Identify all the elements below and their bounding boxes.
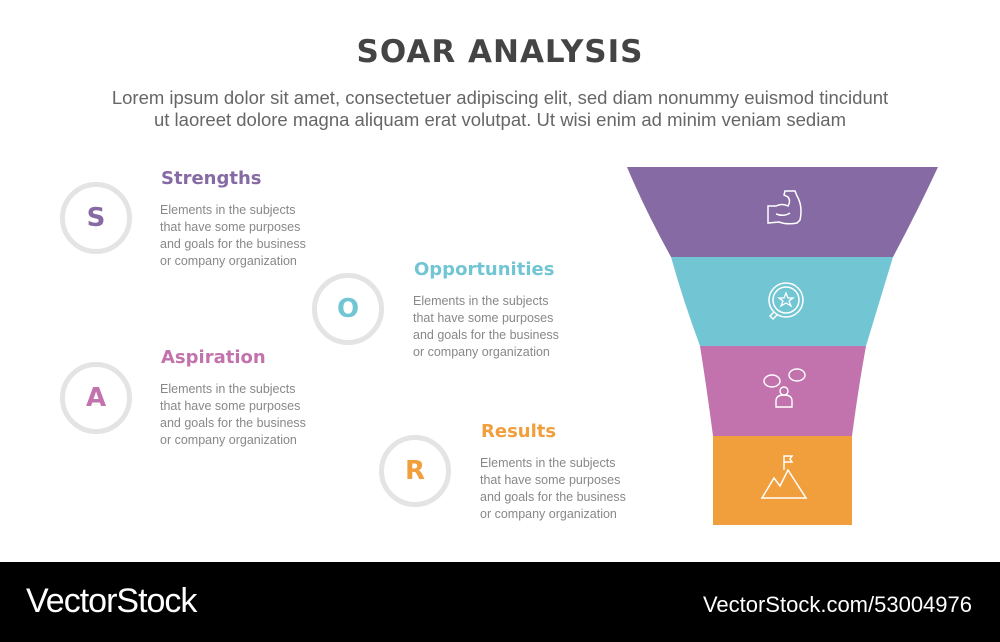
- description-line: that have some purposes: [160, 220, 301, 234]
- subtitle: Lorem ipsum dolor sit amet, consectetuer…: [0, 87, 1000, 131]
- description-line: that have some purposes: [413, 311, 554, 325]
- description-line: Elements in the subjects: [160, 382, 296, 396]
- magnifier-star-icon: [768, 282, 804, 321]
- description-line: and goals for the business: [160, 237, 306, 251]
- heading-opportunities: Opportunities: [414, 259, 555, 280]
- description-line: Elements in the subjects: [160, 203, 296, 217]
- letter-circle-results: R: [379, 435, 451, 507]
- description-line: or company organization: [160, 433, 297, 447]
- letter-circle-strengths: S: [60, 182, 132, 254]
- description-line: that have some purposes: [480, 473, 621, 487]
- description-line: or company organization: [160, 254, 297, 268]
- footer-bar: VectorStock VectorStock.com/53004976: [0, 562, 1000, 642]
- description-line: and goals for the business: [480, 490, 626, 504]
- funnel-diagram: [627, 167, 938, 525]
- description-results: Elements in the subjects that have some p…: [480, 455, 650, 523]
- heading-aspiration: Aspiration: [161, 347, 266, 368]
- description-aspiration: Elements in the subjects that have some p…: [160, 381, 330, 449]
- heading-strengths: Strengths: [161, 168, 262, 189]
- letter-circle-opportunities: O: [312, 273, 384, 345]
- person-speech-icon: [763, 368, 806, 408]
- brand-logo: VectorStock: [26, 582, 197, 620]
- page-title: SOAR ANALYSIS: [356, 34, 644, 70]
- description-opportunities: Elements in the subjects that have some p…: [413, 293, 583, 361]
- subtitle-line: Lorem ipsum dolor sit amet, consectetuer…: [111, 87, 889, 108]
- mountain-flag-icon: [760, 455, 808, 499]
- description-line: and goals for the business: [413, 328, 559, 342]
- funnel-segment-aspiration: [700, 346, 866, 436]
- description-strengths: Elements in the subjects that have some p…: [160, 202, 330, 270]
- description-line: or company organization: [413, 345, 550, 359]
- description-line: Elements in the subjects: [480, 456, 616, 470]
- flexed-arm-icon: [767, 190, 802, 225]
- funnel-segment-strengths: [627, 167, 938, 257]
- description-line: that have some purposes: [160, 399, 301, 413]
- letter-circle-aspiration: A: [60, 362, 132, 434]
- subtitle-line: ut laoreet dolore magna aliquam erat vol…: [153, 109, 846, 130]
- description-line: and goals for the business: [160, 416, 306, 430]
- heading-results: Results: [481, 421, 557, 442]
- funnel-segment-opportunities: [671, 257, 893, 346]
- description-line: Elements in the subjects: [413, 294, 549, 308]
- footer-url: VectorStock.com/53004976: [702, 592, 972, 617]
- description-line: or company organization: [480, 507, 617, 521]
